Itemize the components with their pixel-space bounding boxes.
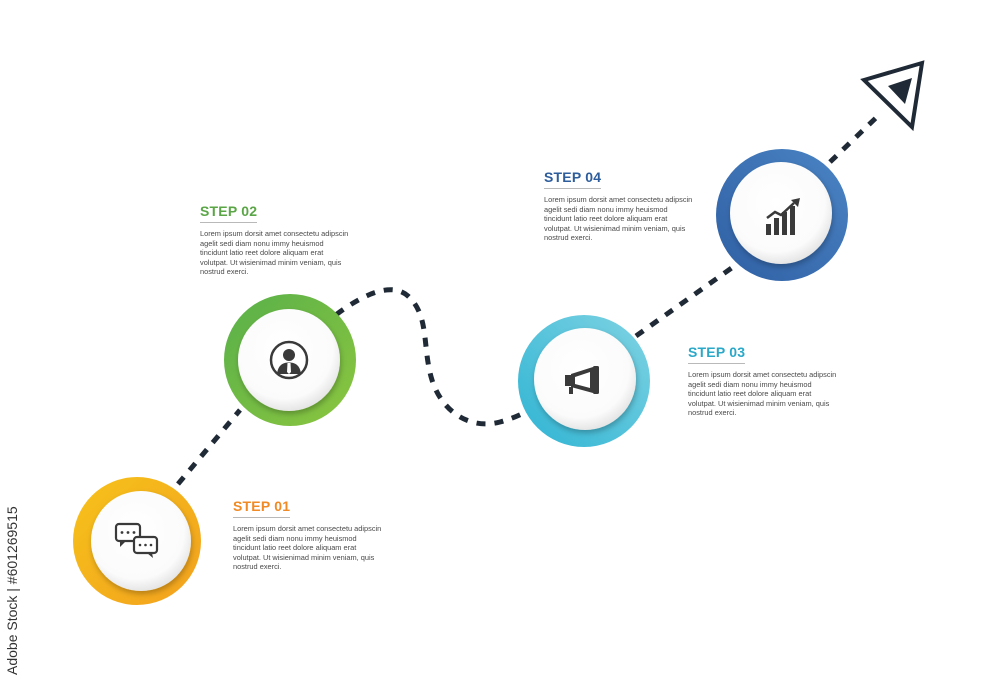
speech-bubbles-icon [114, 522, 159, 558]
step-02-title: STEP 02 [200, 203, 258, 223]
step-02-description: Lorem ipsum dorsit amet consectetu adips… [200, 229, 349, 277]
step-04-text: STEP 04 Lorem ipsum dorsit amet consecte… [544, 169, 694, 243]
step-03-description: Lorem ipsum dorsit amet consectetu adips… [688, 370, 837, 418]
dashed-path [176, 112, 882, 486]
stock-watermark: Adobe Stock | #601269515 [4, 506, 20, 675]
step-01-text: STEP 01 Lorem ipsum dorsit amet consecte… [233, 498, 383, 572]
step-01-node [73, 477, 201, 605]
step-03-title: STEP 03 [688, 344, 746, 364]
step-02-node [224, 294, 356, 426]
growth-chart-icon [766, 198, 800, 235]
step-01-title: STEP 01 [233, 498, 291, 518]
step-04-description: Lorem ipsum dorsit amet consectetu adips… [544, 195, 693, 243]
megaphone-icon [565, 366, 599, 394]
step-04-title: STEP 04 [544, 169, 602, 189]
step-02-text: STEP 02 Lorem ipsum dorsit amet consecte… [200, 203, 350, 277]
step-03-text: STEP 03 Lorem ipsum dorsit amet consecte… [688, 344, 838, 418]
step-04-node [716, 149, 848, 281]
businessman-icon [269, 340, 309, 380]
paper-plane-arrow-icon [860, 60, 925, 132]
step-01-description: Lorem ipsum dorsit amet consectetu adips… [233, 524, 382, 572]
step-03-node [518, 315, 650, 447]
